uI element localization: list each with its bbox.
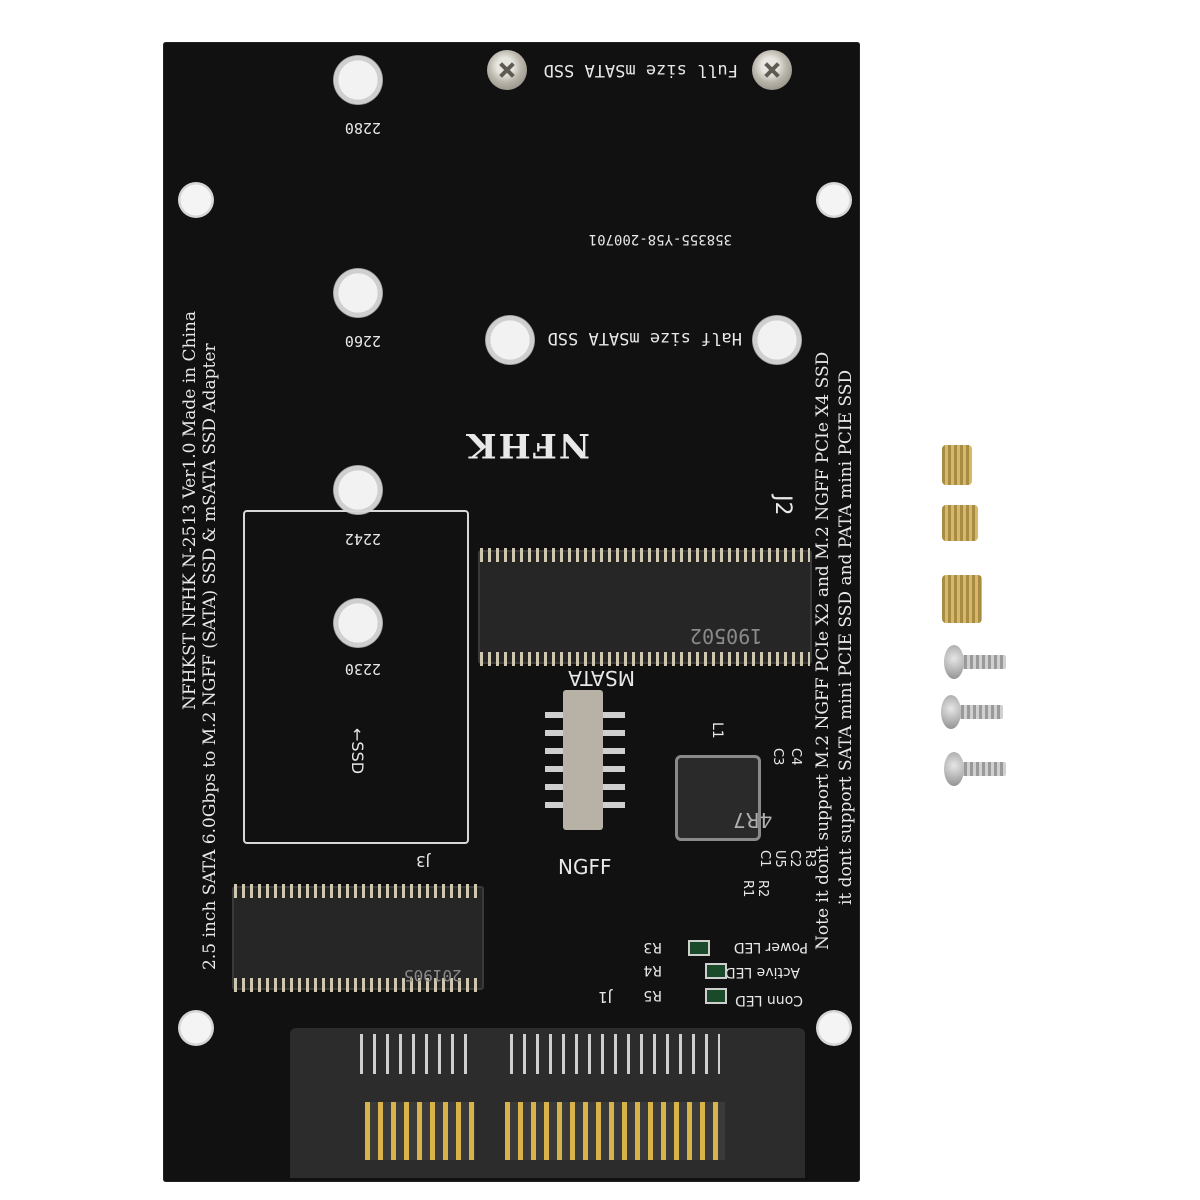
msata-slot: 190502 xyxy=(478,548,812,666)
r1-label: R1 xyxy=(740,880,755,898)
c3-label: C3 xyxy=(770,748,785,766)
small-screw xyxy=(941,695,1003,729)
description-line: 2.5 inch SATA 6.0Gbps to M.2 NGFF (SATA)… xyxy=(200,343,220,970)
j2-label: J2 xyxy=(770,495,795,516)
slot-pins xyxy=(480,652,810,666)
brass-standoff xyxy=(942,505,978,541)
j1-label: J1 xyxy=(598,988,612,1006)
slot-pins xyxy=(234,978,482,992)
sata-power-contacts xyxy=(505,1102,725,1160)
note-line-2: it dont support SATA mini PCIE SSD and P… xyxy=(836,369,856,905)
standoff-hole-2260 xyxy=(333,268,383,318)
active-led-label: Active LED xyxy=(724,964,800,980)
c2-label: C2 xyxy=(787,850,802,868)
standoff-hole-2242 xyxy=(333,465,383,515)
active-led xyxy=(705,963,727,979)
brand-logo: NFHK xyxy=(465,425,590,465)
r3b-label: R3 xyxy=(802,850,817,868)
m2-card-outline xyxy=(243,510,469,844)
power-led xyxy=(688,940,710,956)
c1-label: C1 xyxy=(757,850,772,868)
msata-half-hole xyxy=(752,315,802,365)
small-screw xyxy=(944,645,1006,679)
conn-led xyxy=(705,988,727,1004)
brass-standoff xyxy=(942,575,982,623)
inductor: 4R7 xyxy=(675,755,772,841)
ngff-slot-date: 201905 xyxy=(404,966,462,985)
msata-half-hole xyxy=(485,315,535,365)
sata-data-pins xyxy=(360,1034,470,1074)
l1-label: L1 xyxy=(709,722,725,739)
m2-ngff-slot: 201905 xyxy=(232,884,484,992)
r2-label: R2 xyxy=(755,880,770,898)
mounting-hole xyxy=(178,1010,214,1046)
mounting-hole xyxy=(178,182,214,218)
sata-connector xyxy=(290,1028,805,1178)
mounting-hole xyxy=(816,1010,852,1046)
small-screw xyxy=(944,752,1006,786)
r5-label: R5 xyxy=(643,987,662,1003)
inductor-mark: 4R7 xyxy=(733,808,773,832)
slot-pins xyxy=(234,884,482,898)
slot-pins xyxy=(480,548,810,562)
standoff-hole-2280 xyxy=(333,55,383,105)
conn-led-label: Conn LED xyxy=(735,992,803,1008)
size-2280-label: 2280 xyxy=(344,119,381,137)
msata-slot-date: 190502 xyxy=(690,624,763,648)
model-line: NFHKST NFHK N-2513 Ver1.0 Made in China xyxy=(180,311,200,710)
size-2260-label: 2260 xyxy=(344,332,381,350)
screw-icon xyxy=(487,50,527,90)
u5-label: U5 xyxy=(772,850,787,868)
full-size-label: Full size mSATA SSD xyxy=(543,60,738,80)
r4-label: R4 xyxy=(643,962,662,978)
c4-label: C4 xyxy=(788,748,803,766)
msata-ngff-switch xyxy=(545,690,625,830)
mounting-hole xyxy=(816,182,852,218)
msata-switch-label: MSATA xyxy=(568,666,635,690)
ngff-switch-label: NGFF xyxy=(558,855,612,879)
board-serial: 358355-Y58-200701 xyxy=(588,231,732,247)
standoff-hole-2230 xyxy=(333,598,383,648)
r3-label: R3 xyxy=(643,939,662,955)
brass-standoff xyxy=(942,445,972,485)
sata-power-pins xyxy=(510,1034,720,1074)
power-led-label: Power LED xyxy=(733,939,808,955)
j3-label: J3 xyxy=(416,852,430,870)
sata-data-contacts xyxy=(365,1102,475,1160)
switch-body xyxy=(563,690,603,830)
half-size-label: Half size mSATA SSD xyxy=(547,328,742,348)
screw-icon xyxy=(752,50,792,90)
